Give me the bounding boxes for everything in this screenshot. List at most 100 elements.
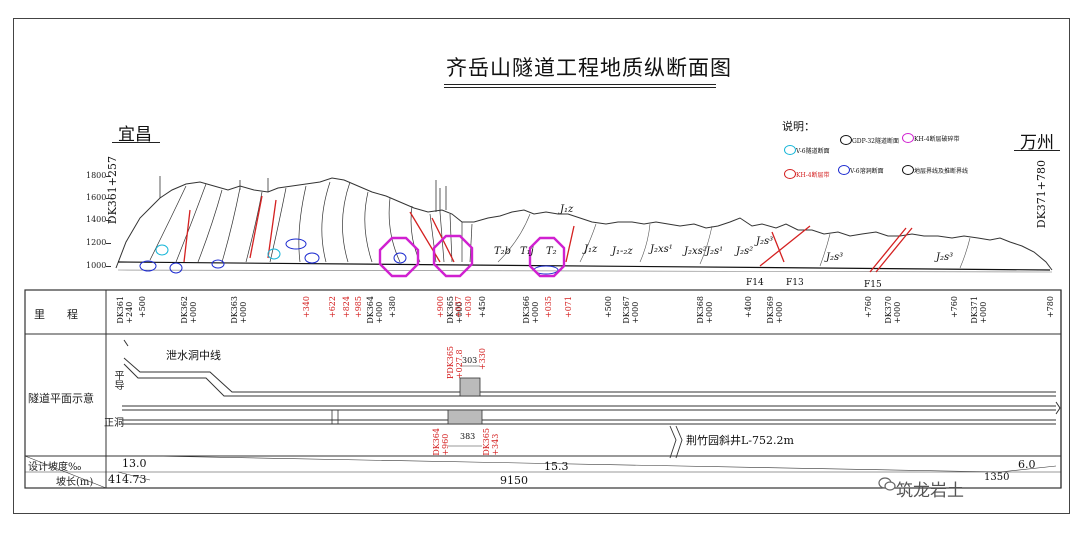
tunnel-axis	[117, 261, 1051, 271]
legend-swatch	[784, 169, 796, 179]
chainage-label: +622	[328, 296, 337, 318]
chainage-label: +780	[1046, 296, 1055, 318]
main-tunnel-label: 正洞	[104, 418, 124, 429]
chainage-label: +340	[302, 296, 311, 318]
stratum-label: J₁z	[560, 204, 574, 215]
city-right: 万州	[1020, 133, 1054, 153]
incline-shaft-label: 荆竹园斜井L-752.2m	[686, 434, 794, 447]
drain-tunnel-label: 泄水洞中线	[166, 349, 221, 362]
chainage-label: DK363 +000	[230, 296, 248, 324]
grade-3: 6.0	[1018, 458, 1036, 471]
title-underline-2	[444, 87, 716, 88]
borehole-markers	[159, 176, 447, 212]
dk364-960: DK364 +960	[432, 428, 450, 456]
fault-label: F14	[746, 278, 764, 288]
chainage-label: +400	[744, 296, 753, 318]
main-tunnel	[122, 401, 1061, 425]
stratum-label: T₁j	[520, 246, 534, 257]
title-underline	[444, 84, 716, 85]
elevation-tick: 1200	[86, 238, 107, 247]
chainage-label: +500	[138, 296, 147, 318]
stratum-label: J₁-₂z	[612, 246, 633, 257]
profile-base	[117, 269, 1053, 273]
legend-swatch	[902, 133, 914, 143]
stratum-label: J₂s²	[736, 246, 754, 257]
chainage-label: +760	[864, 296, 873, 318]
chainage-label: +071	[564, 296, 573, 318]
elevation-tick: 1600	[86, 193, 107, 202]
bedding-lines	[149, 181, 473, 263]
city-left-underline	[112, 142, 160, 143]
fault-label: F13	[786, 278, 804, 288]
dim-383: 383	[460, 432, 476, 441]
legend-item: V-6隧道断面	[796, 148, 830, 155]
stratum-label: J₂s³	[826, 252, 844, 263]
chainage-label: DK369 +000	[766, 296, 784, 324]
fracture-zone-markers	[378, 234, 566, 278]
plan-row-label: 隧道平面示意	[28, 392, 94, 405]
length-3: 1350	[984, 472, 1010, 483]
city-right-underline	[1014, 150, 1060, 151]
stratum-label: T₂b	[494, 246, 512, 257]
chainage-label: DK362 +000	[180, 296, 198, 324]
drawing-title: 齐岳山隧道工程地质纵断面图	[446, 56, 732, 80]
wechat-icon	[878, 477, 896, 491]
elevation-tick-mark	[106, 266, 111, 267]
chainage-label: +824	[342, 296, 351, 318]
chainage-label: +380	[388, 296, 397, 318]
legend-swatch	[902, 165, 914, 175]
legend-item: GDP-32隧道断面	[852, 138, 899, 145]
legend-item: KH-4断层破碎带	[914, 136, 960, 143]
watermark: 筑龙岩土	[896, 481, 964, 501]
grade-row-label: 设计坡度‰	[28, 462, 82, 473]
length-row-label: 坡长(m)	[56, 477, 94, 488]
elevation-tick-mark	[106, 176, 111, 177]
hatched-section-main	[447, 409, 483, 425]
chainage-label: +500	[604, 296, 613, 318]
elevation-tick: 1800	[86, 171, 107, 180]
legend-item: KH-4断层带	[796, 172, 830, 179]
terrain-surface	[115, 177, 1053, 271]
stratum-label: J₁z	[584, 244, 598, 255]
legend-swatch	[840, 135, 852, 145]
chainage-label: +985	[354, 296, 363, 318]
stratum-label: J₂s³	[936, 252, 954, 263]
chainage-label: +450	[478, 296, 487, 318]
elevation-tick: 1400	[86, 215, 107, 224]
dim-303: 303	[462, 356, 478, 365]
chainage-label: DK370 +000	[884, 296, 902, 324]
pilot-tunnel-label: 平导	[112, 370, 123, 390]
legend-item: V-6溶洞断面	[850, 168, 884, 175]
grade-1: 13.0	[122, 457, 147, 470]
stratum-label: T₂	[546, 246, 557, 257]
elevation-tick-mark	[106, 243, 111, 244]
city-left: 宜昌	[118, 125, 152, 145]
pdk-330: +330	[478, 348, 487, 370]
chainage-label: +037	[454, 296, 463, 318]
incline-shaft	[669, 425, 683, 459]
length-2: 9150	[500, 474, 528, 487]
chainage-label: +035	[544, 296, 553, 318]
stratum-label: J₂xs²	[684, 246, 707, 257]
pilot-tunnel	[123, 339, 1056, 397]
elevation-tick: 1000	[86, 261, 107, 270]
legend-heading: 说明：	[782, 120, 815, 133]
chainage-label: +900	[436, 296, 445, 318]
chainage-label: DK371 +000	[970, 296, 988, 324]
hatched-section-pilot	[459, 377, 481, 397]
grade-2: 15.3	[544, 460, 569, 473]
legend-swatch	[784, 145, 796, 155]
chainage-label: DK364 +000	[366, 296, 384, 324]
cyan-sections	[155, 244, 281, 260]
elevation-tick-mark	[106, 220, 111, 221]
legend-swatch	[838, 165, 850, 175]
elevation-tick-mark	[106, 198, 111, 199]
fault-label: F15	[864, 280, 882, 290]
chainage-label: DK367 +000	[622, 296, 640, 324]
dk365-343: DK365 +343	[482, 428, 500, 456]
fault-lines	[183, 195, 913, 273]
chainage-label: +760	[950, 296, 959, 318]
chainage-label: DK361 +240	[116, 296, 134, 324]
chainage-row-label: 里 程	[34, 308, 78, 321]
stratum-label: J₂s¹	[706, 246, 724, 257]
